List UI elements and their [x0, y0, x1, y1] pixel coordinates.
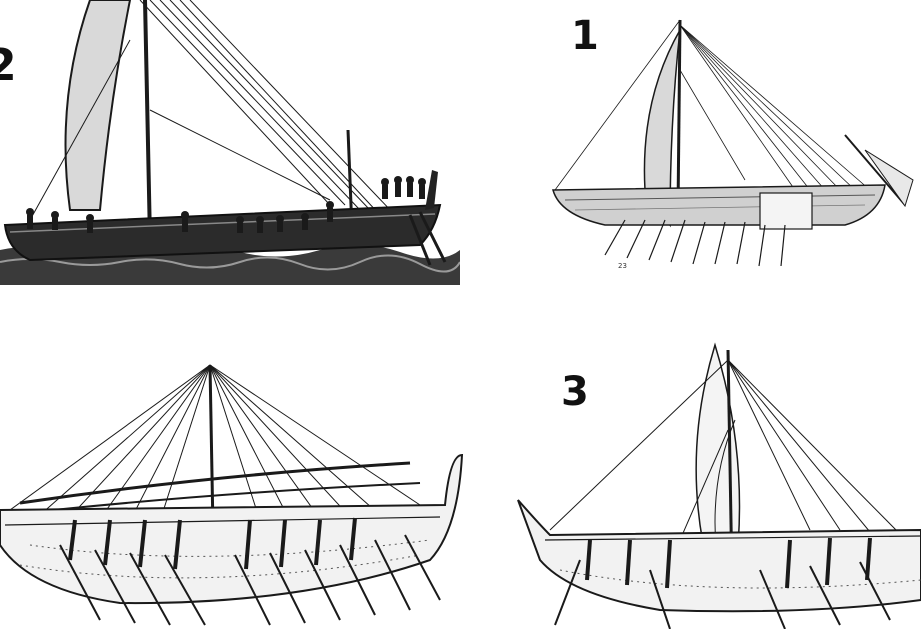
hull [0, 453, 464, 605]
hull [552, 184, 886, 226]
crew-figures [26, 176, 426, 233]
figure-label-3: 3 [561, 369, 589, 415]
ship-illustration-4 [0, 355, 470, 629]
small-caption: 23 [618, 262, 627, 270]
figure-label-1: 1 [571, 13, 599, 59]
ship-illustration-3 [510, 340, 921, 629]
ship-illustration-1: 23 [545, 10, 921, 280]
figure-label-2: 2 [0, 40, 17, 91]
deckhouse [759, 192, 813, 230]
sail [64, 0, 132, 211]
ship-illustration-2 [0, 0, 460, 290]
